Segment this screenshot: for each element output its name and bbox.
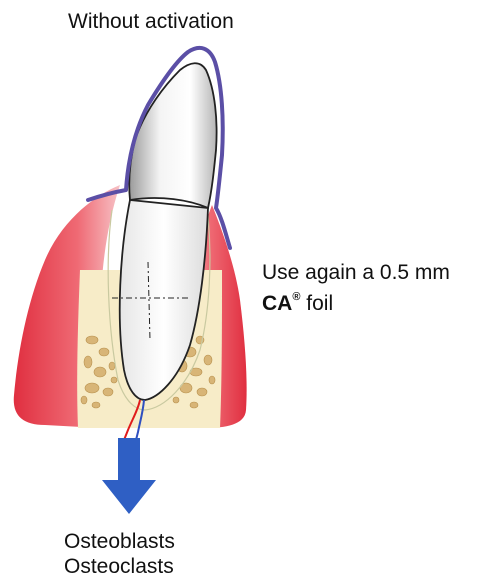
instruction-line-1: Use again a 0.5 mm — [262, 259, 450, 286]
title: Without activation — [68, 10, 234, 34]
instruction-text: Use again a 0.5 mm CA® foil — [262, 259, 450, 317]
registered-mark: ® — [292, 291, 300, 303]
instruction-foil: foil — [306, 292, 333, 315]
tooth-crown — [129, 63, 216, 208]
brand-name: CA — [262, 292, 292, 315]
arrow-down-icon — [102, 438, 156, 514]
instruction-line-2: CA® foil — [262, 286, 450, 317]
cell-labels: Osteoblasts Osteoclasts — [64, 529, 175, 579]
cell-label-osteoclasts: Osteoclasts — [64, 554, 175, 579]
cell-label-osteoblasts: Osteoblasts — [64, 529, 175, 554]
